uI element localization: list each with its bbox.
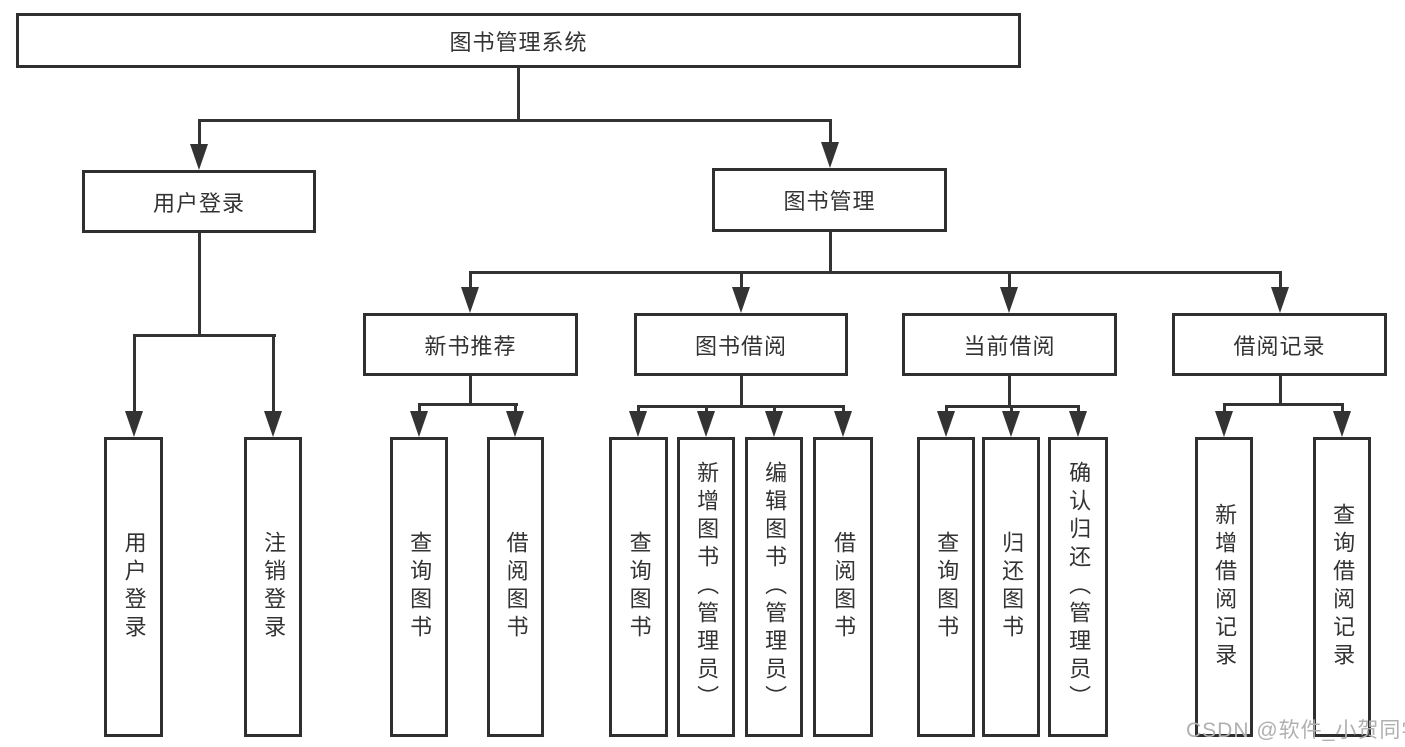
connector-records-branch bbox=[1223, 403, 1344, 406]
node-book-management-label: 图书管理 bbox=[783, 189, 876, 214]
connector-records-stem bbox=[1279, 376, 1282, 405]
leaf-records-query-record: 查询借阅记录 bbox=[1313, 437, 1371, 737]
arrow-down-icon bbox=[1271, 287, 1289, 313]
csdn-watermark: CSDN @软件_小贺同学 bbox=[1186, 719, 1405, 742]
connector-current-drop-2 bbox=[1010, 405, 1013, 413]
leaf-borrow-borrow-books: 借阅图书 bbox=[813, 437, 873, 737]
leaf-current-return-books-label: 归还图书 bbox=[999, 531, 1025, 643]
node-book-borrow: 图书借阅 bbox=[634, 313, 848, 376]
leaf-user-login-label: 用户登录 bbox=[121, 531, 147, 643]
connector-root-stem bbox=[517, 68, 520, 121]
node-current-borrow-label: 当前借阅 bbox=[963, 333, 1056, 359]
arrow-down-icon bbox=[765, 411, 783, 437]
leaf-newbooks-borrow-books: 借阅图书 bbox=[487, 437, 544, 737]
connector-mgmt-branch bbox=[469, 271, 1282, 274]
connector-records-drop-2 bbox=[1341, 403, 1344, 413]
arrow-down-icon bbox=[937, 411, 955, 437]
leaf-current-confirm-return-admin-label: 确认归还（管理员） bbox=[1066, 461, 1092, 713]
node-book-management: 图书管理 bbox=[712, 168, 947, 232]
connector-newbooks-drop-2 bbox=[514, 403, 517, 413]
arrow-down-icon bbox=[1333, 411, 1351, 437]
node-new-book-recommend-label: 新书推荐 bbox=[424, 333, 517, 359]
leaf-borrow-borrow-books-label: 借阅图书 bbox=[831, 531, 857, 643]
leaf-borrow-edit-books-admin: 编辑图书（管理员） bbox=[745, 437, 803, 737]
arrow-down-icon bbox=[410, 411, 428, 437]
connector-mgmt-stem bbox=[829, 232, 832, 274]
connector-mgmt-drop-1 bbox=[469, 271, 472, 290]
connector-newbooks-stem bbox=[469, 376, 472, 405]
leaf-borrow-add-books-admin-label: 新增图书（管理员） bbox=[694, 461, 720, 713]
connector-current-stem bbox=[1008, 376, 1011, 407]
connector-bookborrow-drop-3 bbox=[773, 405, 776, 413]
connector-login-stem bbox=[198, 233, 201, 336]
connector-bookborrow-drop-2 bbox=[705, 405, 708, 413]
connector-root-branch bbox=[198, 119, 832, 122]
node-user-login: 用户登录 bbox=[82, 170, 316, 233]
arrow-down-icon bbox=[821, 142, 839, 168]
arrow-down-icon bbox=[732, 287, 750, 313]
leaf-borrow-query-books: 查询图书 bbox=[609, 437, 668, 737]
leaf-current-return-books: 归还图书 bbox=[982, 437, 1040, 737]
connector-newbooks-drop-1 bbox=[418, 403, 421, 413]
leaf-records-add-record-label: 新增借阅记录 bbox=[1212, 503, 1238, 671]
leaf-newbooks-query-books-label: 查询图书 bbox=[407, 531, 433, 643]
node-book-borrow-label: 图书借阅 bbox=[694, 333, 787, 359]
leaf-borrow-add-books-admin: 新增图书（管理员） bbox=[677, 437, 735, 737]
node-new-book-recommend: 新书推荐 bbox=[363, 313, 578, 376]
arrow-down-icon bbox=[461, 287, 479, 313]
leaf-user-login: 用户登录 bbox=[104, 437, 163, 737]
connector-mgmt-drop-3 bbox=[1008, 271, 1011, 290]
connector-mgmt-drop-4 bbox=[1279, 271, 1282, 290]
connector-mgmt-drop-2 bbox=[740, 271, 743, 290]
leaf-newbooks-query-books: 查询图书 bbox=[390, 437, 448, 737]
connector-bookborrow-stem bbox=[740, 376, 743, 407]
node-root-label: 图书管理系统 bbox=[449, 29, 588, 55]
connector-root-drop-left bbox=[198, 119, 201, 146]
connector-login-drop-2 bbox=[272, 334, 275, 413]
arrow-down-icon bbox=[1002, 411, 1020, 437]
leaf-logout-label: 注销登录 bbox=[261, 531, 287, 643]
arrow-down-icon bbox=[125, 411, 143, 437]
arrow-down-icon bbox=[506, 411, 524, 437]
leaf-records-add-record: 新增借阅记录 bbox=[1195, 437, 1253, 737]
node-borrow-records-label: 借阅记录 bbox=[1233, 333, 1326, 359]
arrow-down-icon bbox=[1215, 411, 1233, 437]
connector-current-drop-1 bbox=[945, 405, 948, 413]
connector-current-drop-3 bbox=[1077, 405, 1080, 413]
arrow-down-icon bbox=[1069, 411, 1087, 437]
connector-root-drop-right bbox=[829, 119, 832, 144]
node-borrow-records: 借阅记录 bbox=[1172, 313, 1387, 376]
connector-login-drop-1 bbox=[133, 334, 136, 413]
leaf-borrow-query-books-label: 查询图书 bbox=[626, 531, 652, 643]
connector-bookborrow-drop-4 bbox=[842, 405, 845, 413]
arrow-down-icon bbox=[1000, 287, 1018, 313]
leaf-records-query-record-label: 查询借阅记录 bbox=[1330, 503, 1356, 671]
leaf-borrow-edit-books-admin-label: 编辑图书（管理员） bbox=[762, 461, 788, 713]
leaf-current-query-books: 查询图书 bbox=[917, 437, 975, 737]
connector-newbooks-branch bbox=[418, 403, 518, 406]
arrow-down-icon bbox=[264, 411, 282, 437]
leaf-current-confirm-return-admin: 确认归还（管理员） bbox=[1048, 437, 1108, 737]
connector-bookborrow-branch bbox=[637, 405, 845, 408]
connector-bookborrow-drop-1 bbox=[637, 405, 640, 413]
node-user-login-label: 用户登录 bbox=[152, 190, 245, 216]
leaf-newbooks-borrow-books-label: 借阅图书 bbox=[503, 531, 529, 643]
arrow-down-icon bbox=[697, 411, 715, 437]
arrow-down-icon bbox=[629, 411, 647, 437]
connector-login-branch bbox=[133, 334, 276, 337]
arrow-down-icon bbox=[190, 144, 208, 170]
leaf-current-query-books-label: 查询图书 bbox=[934, 531, 960, 643]
arrow-down-icon bbox=[834, 411, 852, 437]
node-root-system: 图书管理系统 bbox=[16, 13, 1021, 68]
connector-records-drop-1 bbox=[1223, 403, 1226, 413]
leaf-logout: 注销登录 bbox=[244, 437, 302, 737]
node-current-borrow: 当前借阅 bbox=[902, 313, 1117, 376]
